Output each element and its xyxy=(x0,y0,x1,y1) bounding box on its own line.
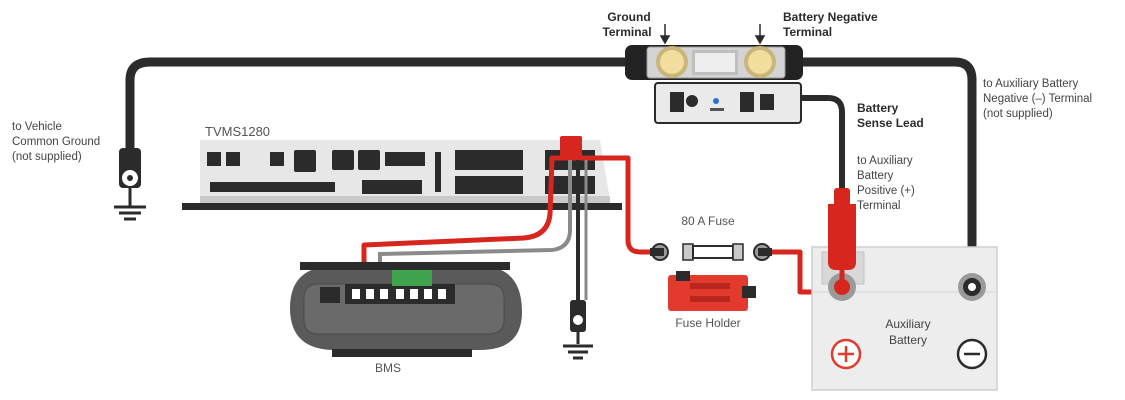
aux-positive-label-line1: to Auxiliary xyxy=(857,155,913,167)
aux-positive-label-line2: Battery xyxy=(857,170,894,182)
red-wire-bms xyxy=(361,155,652,290)
vehicle-ground-label-line3: (not supplied) xyxy=(12,151,82,163)
bms-ground-symbol-icon xyxy=(563,344,593,360)
fuse-label: 80 A Fuse xyxy=(681,214,735,228)
battery-label-line1: Auxiliary xyxy=(885,317,930,331)
bms-device xyxy=(290,262,522,357)
aux-positive-label-line3: Positive (+) xyxy=(857,185,915,197)
minus-symbol-icon xyxy=(956,338,988,370)
fuse-holder-label: Fuse Holder xyxy=(675,316,740,330)
aux-negative-label-line1: to Auxiliary Battery xyxy=(983,78,1078,90)
bms-label: BMS xyxy=(375,361,401,375)
aux-negative-label-line2: Negative (–) Terminal xyxy=(983,93,1092,105)
vehicle-ground-lug xyxy=(119,148,141,206)
battery-label-line2: Battery xyxy=(889,333,927,347)
aux-positive-lug xyxy=(828,188,856,285)
grey-wire-bms xyxy=(378,160,572,290)
ground-symbol-icon xyxy=(114,205,146,221)
sense-lead-label-line1: Battery xyxy=(857,101,899,115)
ground-terminal-label-line2: Terminal xyxy=(602,25,651,39)
aux-negative-label-line3: (not supplied) xyxy=(983,108,1053,120)
label-arrows xyxy=(659,24,766,45)
ground-cable xyxy=(125,57,977,275)
vehicle-ground-label-line2: Common Ground xyxy=(12,136,100,148)
battery-negative-label-line2: Terminal xyxy=(783,25,832,39)
tvms-label: TVMS1280 xyxy=(205,124,270,139)
fuse-80a xyxy=(650,243,772,261)
bms-ground-lug xyxy=(570,300,586,344)
vehicle-ground-label-line1: to Vehicle xyxy=(12,121,62,133)
battery-negative-terminal xyxy=(958,273,986,301)
plus-symbol-icon xyxy=(830,338,862,370)
tvms1280-device xyxy=(182,136,622,210)
aux-positive-label-line4: Terminal xyxy=(857,200,900,212)
ground-terminal-bolt xyxy=(656,46,688,78)
fuse-holder xyxy=(668,271,756,311)
sense-lead-cable xyxy=(800,95,845,188)
shunt-body xyxy=(625,45,803,80)
battery-negative-label-line1: Battery Negative xyxy=(783,10,878,24)
ground-terminal-label-line1: Ground xyxy=(607,10,650,24)
sense-lead-label-line2: Sense Lead xyxy=(857,116,924,130)
battery-negative-terminal-bolt xyxy=(744,46,776,78)
shunt-sensor-module xyxy=(654,82,802,124)
